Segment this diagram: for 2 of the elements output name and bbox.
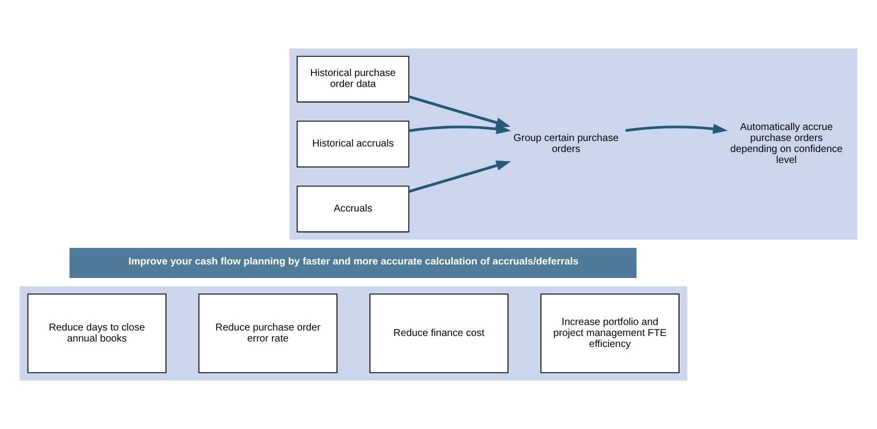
node-text: Group certain purchase orders <box>514 133 619 156</box>
node-text: Automatically accrue purchase orders depending on confidence level <box>730 122 843 166</box>
